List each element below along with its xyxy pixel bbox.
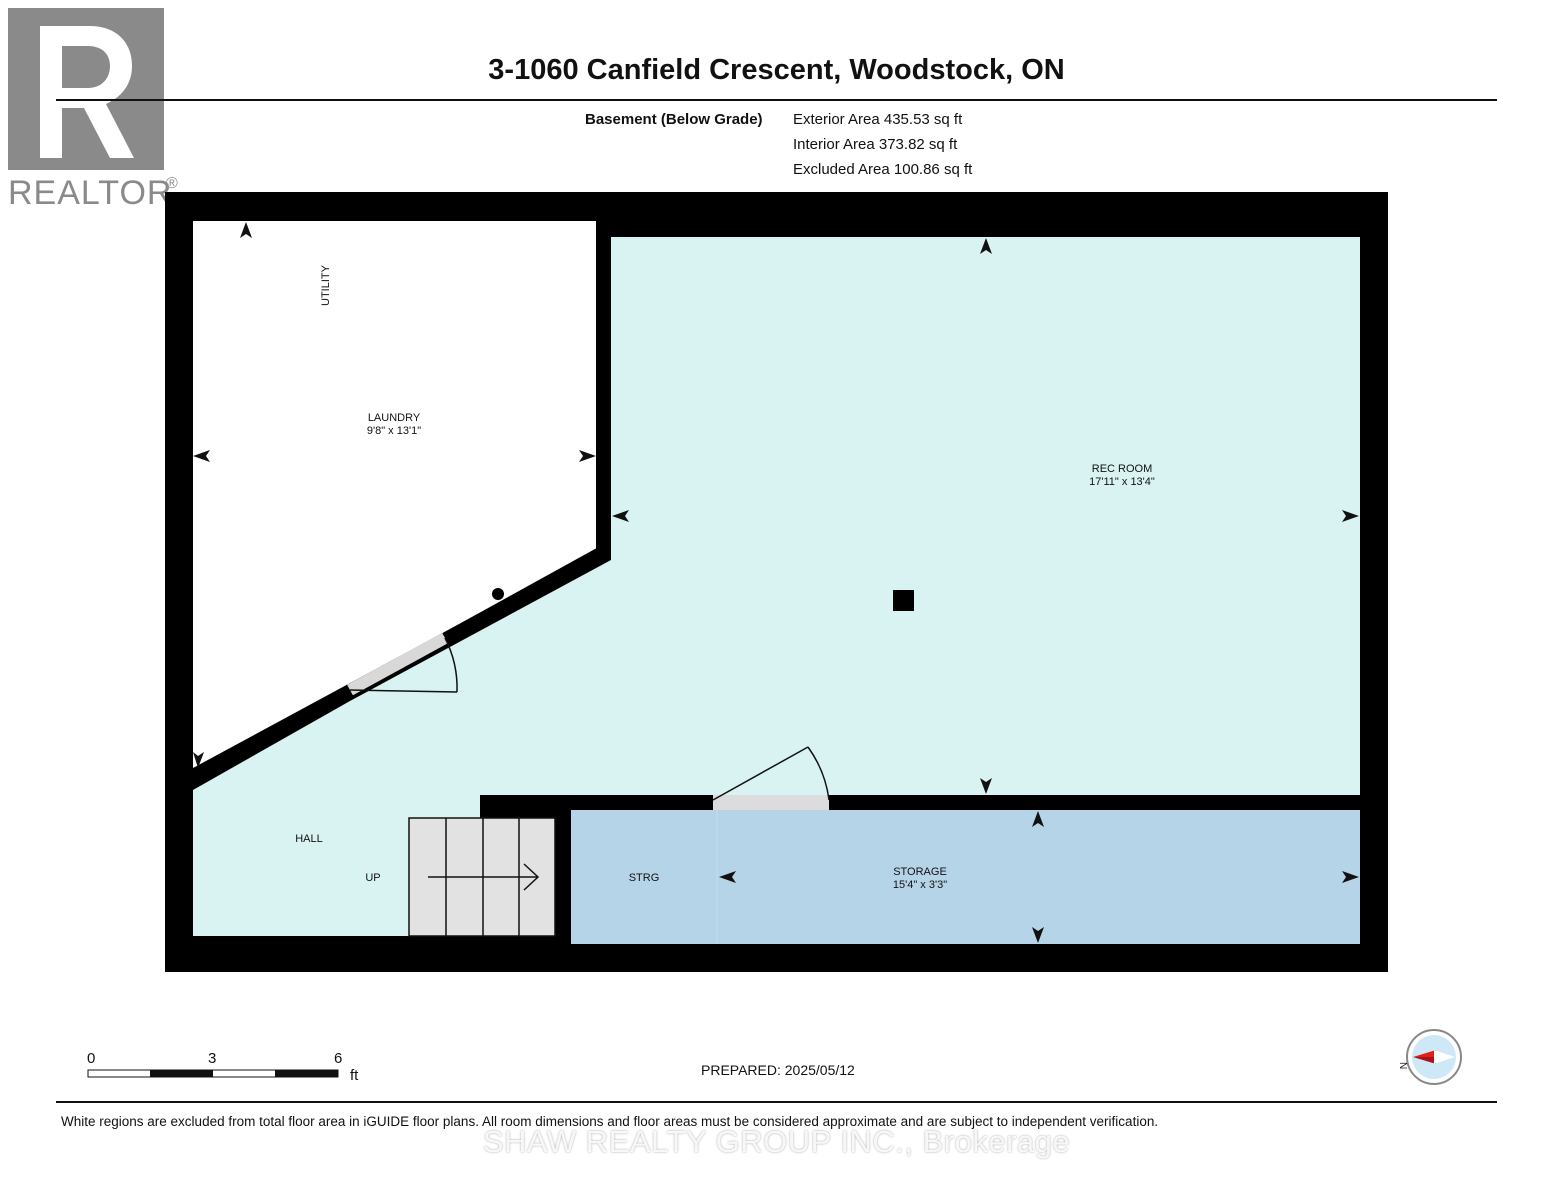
- storage-dimensions: 15'4" x 3'3": [893, 879, 947, 891]
- dimension-markers: [193, 222, 1359, 943]
- storage-door-opening: [713, 795, 829, 810]
- brokerage-watermark: SHAW REALTY GROUP INC., Brokerage: [482, 1124, 1071, 1159]
- laundry-door-leaf: [349, 689, 458, 693]
- rec-room-dimensions: 17'11" x 13'4": [1089, 476, 1155, 488]
- realtor-logo: REALTOR ®: [6, 8, 181, 214]
- level-label: Basement (Below Grade): [585, 111, 763, 128]
- rec-room-label: REC ROOM: [1092, 463, 1153, 475]
- header-rule: [56, 99, 1497, 101]
- laundry-door-swing: [444, 637, 458, 693]
- storage-door-leaf: [712, 746, 809, 801]
- interior-area: Interior Area 373.82 sq ft: [793, 136, 958, 153]
- laundry-partition: [596, 221, 611, 559]
- support-column: [893, 590, 914, 611]
- stairs-up-label: UP: [365, 872, 380, 884]
- exterior-area: Exterior Area 435.53 sq ft: [793, 111, 963, 128]
- page-title: 3-1060 Canfield Crescent, Woodstock, ON: [488, 54, 1065, 86]
- laundry-door-opening: [347, 632, 448, 696]
- realtor-logo-text: REALTOR: [8, 174, 172, 212]
- disclaimer-text: White regions are excluded from total fl…: [61, 1114, 1159, 1129]
- scale-tick-0: 0: [87, 1050, 95, 1067]
- compass-north-label: N: [1397, 1062, 1408, 1069]
- utility-label: UTILITY: [320, 264, 332, 306]
- hall-label: HALL: [295, 833, 323, 845]
- light-fixture: [492, 588, 504, 600]
- laundry-room: [193, 221, 596, 768]
- scale-tick-3: 3: [208, 1050, 216, 1067]
- storage-wall: [480, 795, 1360, 810]
- storage-door-swing: [807, 746, 830, 801]
- laundry-label: LAUNDRY: [368, 412, 421, 424]
- strg-label: STRG: [629, 872, 660, 884]
- stair-arrowhead: [523, 863, 540, 891]
- rec-room: [193, 237, 1360, 795]
- excluded-area: Excluded Area 100.86 sq ft: [793, 161, 973, 178]
- hall-stub-wall: [480, 795, 495, 818]
- prepared-date: PREPARED: 2025/05/12: [701, 1062, 855, 1078]
- footer-rule: [56, 1101, 1497, 1103]
- laundry-dimensions: 9'8" x 13'1": [367, 425, 421, 437]
- scale-tick-6: 6: [334, 1050, 342, 1067]
- scale-unit: ft: [350, 1067, 359, 1084]
- storage-room: [571, 810, 1360, 944]
- storage-label: STORAGE: [893, 866, 947, 878]
- scale-bar: 0 3 6 ft: [87, 1050, 359, 1084]
- compass-icon: N: [1397, 1029, 1462, 1085]
- realtor-logo-mark: ®: [166, 175, 178, 192]
